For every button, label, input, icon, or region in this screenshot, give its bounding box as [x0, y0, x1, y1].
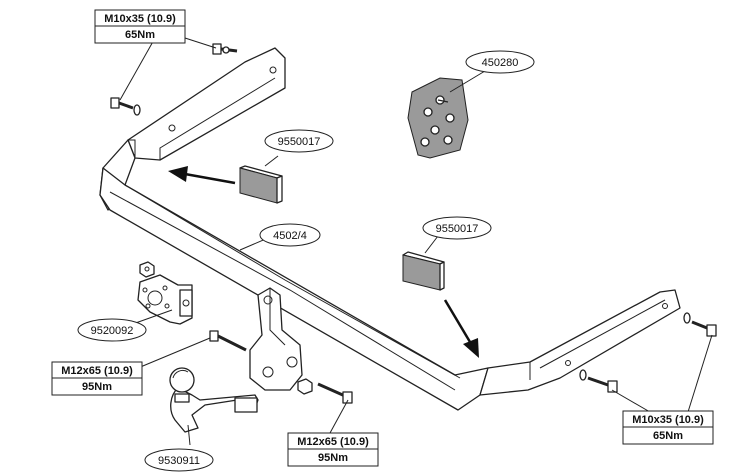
label-part-9550017-left: 9550017	[264, 129, 334, 153]
label-bolt-right-torque: 65Nm	[653, 430, 683, 442]
part-number-spacer-left: 9550017	[278, 136, 321, 148]
bolt-top-1	[212, 43, 238, 55]
part-number-socket-plate: 9520092	[91, 325, 134, 337]
part-number-crossbar: 4502/4	[273, 230, 307, 242]
label-bolt-right: M10x35 (10.9) 65Nm	[622, 410, 714, 445]
crossbar	[99, 47, 681, 411]
bolt-kit-bag	[407, 77, 469, 159]
label-bolt-top: M10x35 (10.9) 65Nm	[94, 9, 186, 44]
label-bolt-m12-center: M12x65 (10.9) 95Nm	[287, 432, 379, 467]
bolt-right-1	[683, 312, 717, 337]
part-number-spacer-right: 9550017	[436, 223, 479, 235]
bolt-m12-left	[209, 330, 247, 352]
socket-plate	[137, 274, 193, 325]
neck-bracket	[249, 287, 303, 391]
bolt-m12-center	[297, 378, 353, 404]
towball	[169, 367, 259, 433]
label-bolt-right-spec: M10x35 (10.9)	[632, 414, 704, 426]
arrow-left-spacer	[168, 166, 236, 185]
label-part-450280: 450280	[465, 50, 535, 74]
label-part-9550017-right: 9550017	[422, 216, 492, 240]
label-part-9530911: 9530911	[144, 448, 214, 472]
label-bolt-m12-left-spec: M12x65 (10.9)	[61, 365, 133, 377]
label-bolt-top-torque: 65Nm	[125, 29, 155, 41]
part-number-towball: 9530911	[158, 455, 200, 467]
part-number-bolt-kit: 450280	[482, 57, 519, 69]
label-bolt-m12-left-torque: 95Nm	[82, 381, 112, 393]
arrow-right-spacer	[443, 299, 479, 358]
bolt-top-2	[110, 97, 141, 116]
bolt-right-2	[579, 369, 618, 393]
label-part-4502-4: 4502/4	[259, 223, 321, 247]
spacer-right	[402, 251, 445, 291]
label-bolt-m12-center-spec: M12x65 (10.9)	[297, 436, 369, 448]
label-bolt-top-spec: M10x35 (10.9)	[104, 13, 176, 25]
socket-plate-nut	[139, 261, 155, 278]
label-part-9520092: 9520092	[77, 318, 147, 342]
label-bolt-m12-left: M12x65 (10.9) 95Nm	[51, 361, 143, 396]
label-bolt-m12-center-torque: 95Nm	[318, 452, 348, 464]
spacer-left	[239, 165, 283, 204]
